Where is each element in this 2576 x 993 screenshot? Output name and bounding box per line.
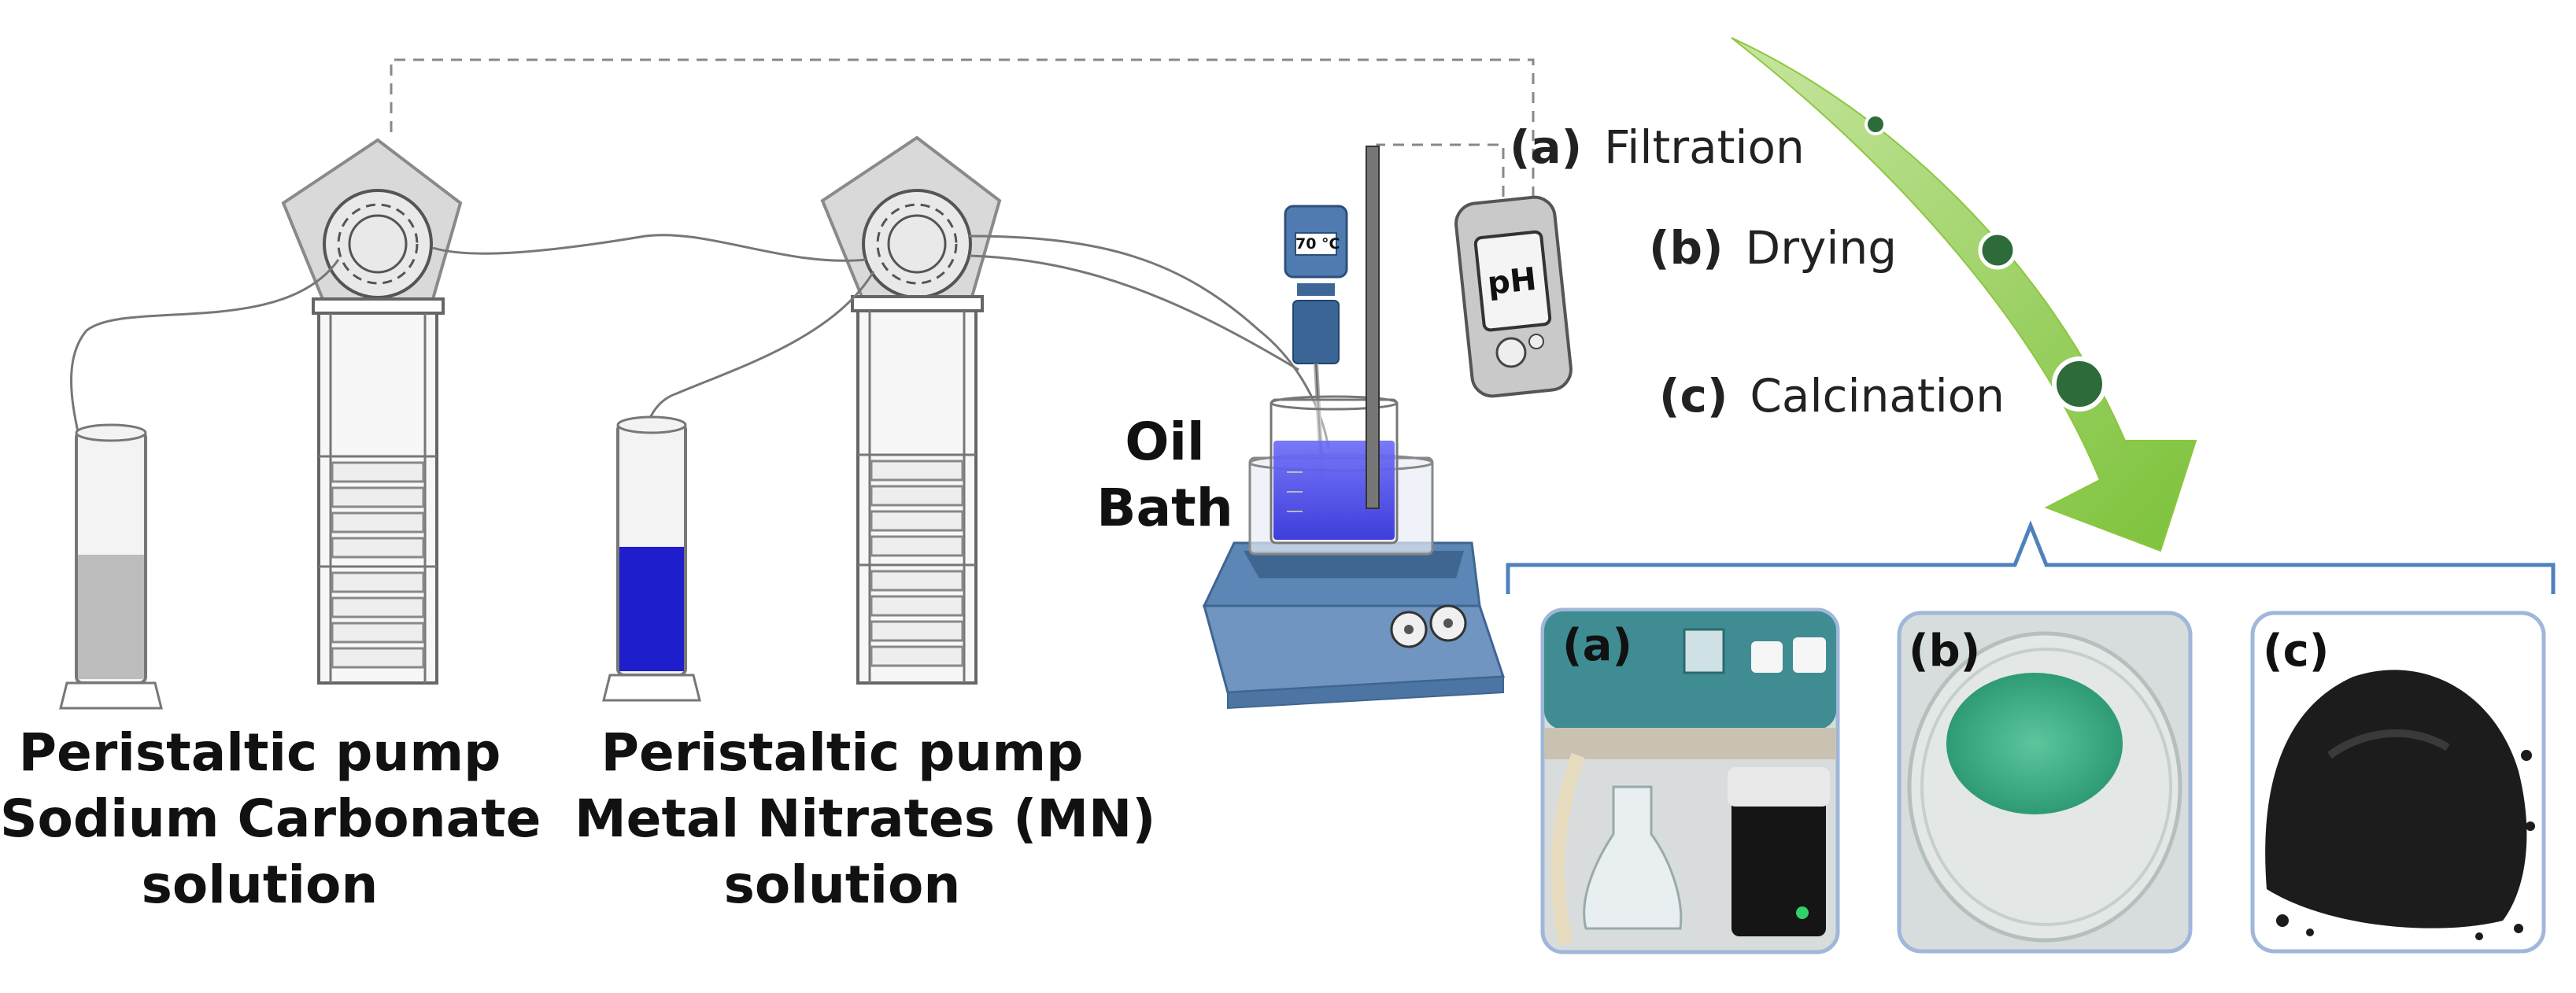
peristaltic-pump-1	[281, 138, 463, 685]
pump-1-solution-suffix: solution	[141, 855, 379, 915]
step-calcination-label: Calcination	[1750, 369, 2005, 423]
photo-b-tag: (b)	[1909, 626, 1981, 677]
ph-meter	[1454, 195, 1573, 398]
oil-bath-line2: Bath	[1096, 478, 1233, 538]
results-bracket	[1506, 520, 2556, 594]
sodium-carbonate-cylinder	[59, 423, 163, 710]
photo-a-tag: (a)	[1562, 620, 1632, 671]
step-filtration-label: Filtration	[1604, 120, 1805, 174]
step-filtration: (a) Filtration	[1510, 120, 1805, 175]
drying-photo	[1897, 611, 2193, 954]
oil-bath-label: Oil Bath	[1086, 409, 1244, 541]
pump-2-caption: Peristaltic pump Metal Nitrates (MN) sol…	[575, 720, 1156, 918]
step-drying: (b) Drying	[1649, 220, 1897, 275]
pump-2-solution-suffix: solution	[723, 855, 961, 915]
photo-c-tag: (c)	[2263, 626, 2330, 677]
step-calcination: (c) Calcination	[1659, 368, 2005, 423]
pump-2-solution: Metal Nitrates (MN)	[575, 788, 1156, 849]
step-calcination-tag: (c)	[1659, 369, 1728, 423]
peristaltic-pump-2	[820, 135, 1002, 685]
step-drying-label: Drying	[1745, 221, 1898, 275]
pump-1-title: Peristaltic pump	[18, 722, 501, 783]
hotplate-stirrer	[1202, 541, 1506, 710]
pump-1-caption: Peristaltic pump Sodium Carbonate soluti…	[0, 720, 541, 918]
ph-electrode	[1366, 146, 1380, 509]
metal-nitrates-cylinder	[602, 415, 701, 702]
process-arrow	[1731, 37, 2197, 552]
pump-2-title: Peristaltic pump	[601, 722, 1084, 783]
filtration-photo	[1540, 607, 1840, 954]
oil-bath-line1: Oil	[1125, 412, 1205, 472]
ph-meter-display: pH	[1485, 260, 1539, 303]
calcination-photo	[2250, 611, 2546, 954]
step-drying-tag: (b)	[1649, 221, 1724, 275]
pump-1-solution: Sodium Carbonate	[0, 788, 541, 849]
step-filtration-tag: (a)	[1510, 120, 1583, 174]
thermometer-probe	[1284, 205, 1348, 481]
thermometer-reading: 70 °C	[1295, 235, 1340, 253]
